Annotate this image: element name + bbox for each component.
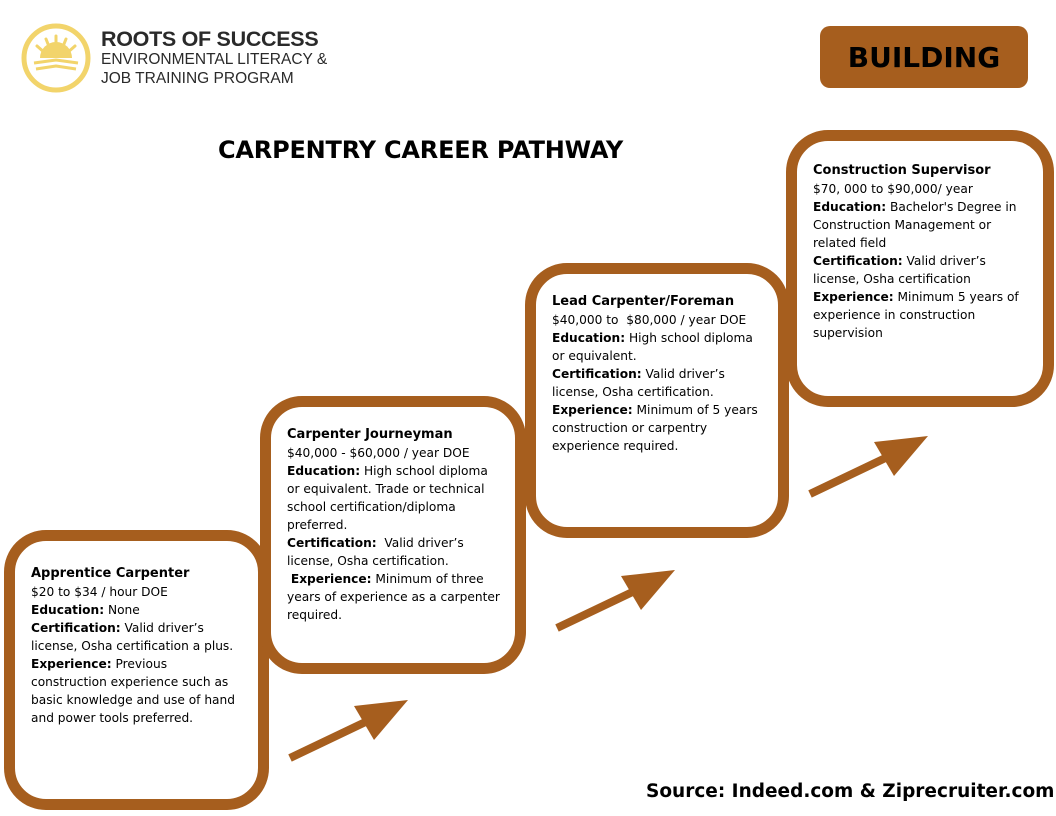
education-value: High school diploma or equivalent. bbox=[552, 331, 753, 363]
card-experience: Experience: Minimum of 5 years construct… bbox=[552, 401, 764, 455]
card-education: Education: High school diploma or equiva… bbox=[552, 329, 764, 365]
education-label: Education: bbox=[287, 464, 361, 478]
card-salary: $40,000 - $60,000 / year DOE bbox=[287, 446, 470, 460]
education-value: None bbox=[104, 603, 140, 617]
certification-value: Valid driver’s license, Osha certificati… bbox=[813, 254, 986, 286]
experience-label: Experience: bbox=[290, 572, 372, 586]
card-salary: $20 to $34 / hour DOE bbox=[31, 585, 168, 599]
card-certification: Certification: Valid driver’s license, O… bbox=[552, 365, 764, 401]
experience-label: Experience: bbox=[31, 657, 112, 671]
card-education: Education: Bachelor's Degree in Construc… bbox=[813, 198, 1029, 252]
certification-label: Certification: bbox=[31, 621, 121, 635]
experience-value: Minimum of three years of experience as … bbox=[287, 572, 504, 622]
card-title: Lead Carpenter/Foreman bbox=[552, 294, 735, 309]
education-value: Bachelor's Degree in Construction Manage… bbox=[813, 200, 1017, 250]
experience-value: Previous construction experience such as… bbox=[31, 657, 235, 725]
card-experience: Experience: Minimum of three years of ex… bbox=[287, 570, 501, 624]
card-certification: Certification: Valid driver’s license, O… bbox=[287, 534, 501, 570]
arrow-up-right-icon bbox=[808, 436, 928, 498]
card-title: Carpenter Journeyman bbox=[287, 427, 453, 442]
arrow-up-right-icon bbox=[288, 700, 408, 762]
card-certification: Certification: Valid driver’s license, O… bbox=[31, 619, 244, 655]
certification-label: Certification: bbox=[813, 254, 903, 268]
experience-label: Experience: bbox=[813, 290, 894, 304]
education-label: Education: bbox=[813, 200, 887, 214]
certification-value: Valid driver’s license, Osha certificati… bbox=[287, 536, 468, 568]
education-value: High school diploma or equivalent. Trade… bbox=[287, 464, 488, 532]
card-certification: Certification: Valid driver’s license, O… bbox=[813, 252, 1029, 288]
card-education: Education: High school diploma or equiva… bbox=[287, 462, 501, 534]
certification-label: Certification: bbox=[552, 367, 642, 381]
category-badge: BUILDING bbox=[820, 26, 1028, 88]
rising-sun-book-icon bbox=[21, 23, 91, 93]
card-salary: $70, 000 to $90,000/ year bbox=[813, 182, 973, 196]
brand-logo: ROOTS OF SUCCESS ENVIRONMENTAL LITERACY … bbox=[20, 22, 340, 94]
career-card-apprentice: Apprentice Carpenter $20 to $34 / hour D… bbox=[4, 530, 269, 810]
career-card-journeyman: Carpenter Journeyman $40,000 - $60,000 /… bbox=[260, 396, 526, 674]
brand-subtitle-line2: JOB TRAINING PROGRAM bbox=[101, 70, 294, 87]
education-label: Education: bbox=[31, 603, 105, 617]
brand-name: ROOTS OF SUCCESS bbox=[101, 27, 319, 51]
certification-value: Valid driver’s license, Osha certificati… bbox=[552, 367, 725, 399]
card-title: Construction Supervisor bbox=[813, 163, 991, 178]
arrow-up-right-icon bbox=[555, 570, 675, 632]
career-card-lead-carpenter: Lead Carpenter/Foreman $40,000 to $80,00… bbox=[525, 263, 789, 538]
certification-value: Valid driver’s license, Osha certificati… bbox=[31, 621, 234, 653]
experience-value: Minimum 5 years of experience in constru… bbox=[813, 290, 1019, 340]
experience-value: Minimum of 5 years construction or carpe… bbox=[552, 403, 758, 453]
certification-label: Certification: bbox=[287, 536, 377, 550]
card-experience: Experience: Previous construction experi… bbox=[31, 655, 244, 727]
brand-text: ROOTS OF SUCCESS ENVIRONMENTAL LITERACY … bbox=[101, 28, 327, 88]
card-title: Apprentice Carpenter bbox=[31, 566, 190, 581]
source-citation: Source: Indeed.com & Ziprecruiter.com bbox=[646, 781, 1055, 802]
experience-label: Experience: bbox=[552, 403, 633, 417]
card-salary: $40,000 to $80,000 / year DOE bbox=[552, 313, 747, 327]
card-experience: Experience: Minimum 5 years of experienc… bbox=[813, 288, 1029, 342]
education-label: Education: bbox=[552, 331, 626, 345]
brand-subtitle-line1: ENVIRONMENTAL LITERACY & bbox=[101, 51, 328, 68]
page-title: CARPENTRY CAREER PATHWAY bbox=[218, 136, 624, 164]
card-education: Education: None bbox=[31, 601, 244, 619]
career-card-supervisor: Construction Supervisor $70, 000 to $90,… bbox=[786, 130, 1054, 407]
